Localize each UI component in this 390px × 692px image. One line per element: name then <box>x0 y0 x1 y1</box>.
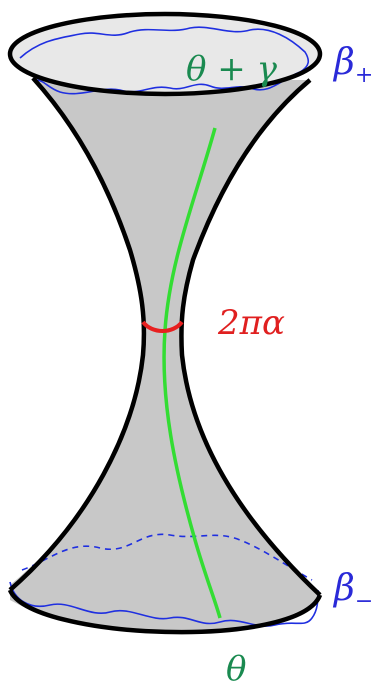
neck-arc <box>141 320 184 333</box>
left-side-outline <box>8 76 147 592</box>
bottom-boundary-back <box>21 533 313 581</box>
geodesic-curve <box>162 127 222 619</box>
top-opening <box>10 14 320 94</box>
bottom-angle-label: θ <box>226 649 246 689</box>
bottom-boundary-front <box>9 581 319 627</box>
right-side-outline <box>179 78 322 597</box>
neck-label: 2πα <box>217 303 285 343</box>
top-angle-label: θ + γ <box>186 49 278 89</box>
bottom-outline <box>7 588 323 635</box>
top-rim-outline <box>7 11 323 97</box>
beta-minus-label: β− <box>332 568 373 614</box>
beta-plus-label: β+ <box>332 42 373 88</box>
